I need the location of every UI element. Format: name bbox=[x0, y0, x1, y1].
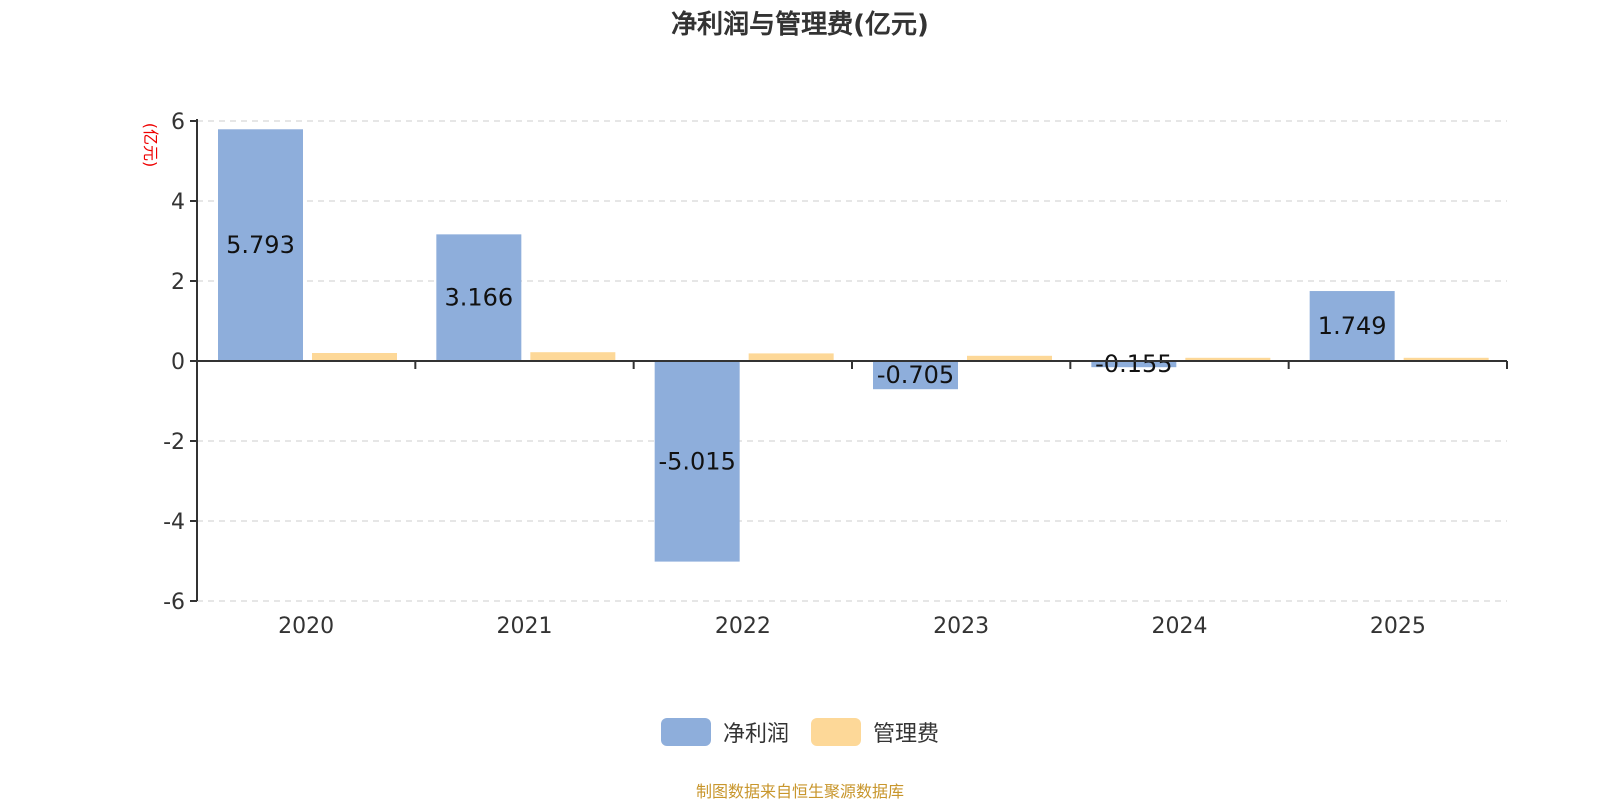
x-tick-label: 2024 bbox=[1152, 614, 1208, 639]
data-label: -0.155 bbox=[1095, 350, 1172, 378]
bar-admin-fee bbox=[748, 353, 834, 361]
x-tick-label: 2020 bbox=[278, 614, 334, 639]
chart-title: 净利润与管理费(亿元) bbox=[671, 10, 929, 40]
bar-chart: -6 -4 -2 0 2 4 6 (亿元) 2020 5.793 2021 3.166 2022 -5.0… bbox=[141, 110, 1508, 639]
x-tick-label: 2022 bbox=[715, 614, 771, 639]
bar-admin-fee bbox=[530, 352, 616, 361]
legend-label-admin-fee: 管理费 bbox=[873, 722, 940, 747]
bar-admin-fee bbox=[967, 355, 1052, 361]
legend: 净利润 管理费 bbox=[0, 716, 1600, 748]
x-tick-label: 2021 bbox=[497, 614, 553, 639]
x-tick-label: 2023 bbox=[933, 614, 989, 639]
legend-swatch-net-profit bbox=[660, 718, 711, 746]
data-label: 1.749 bbox=[1318, 312, 1387, 340]
y-tick-label: -6 bbox=[163, 590, 185, 615]
y-tick-label: 2 bbox=[171, 270, 185, 295]
data-label: -5.015 bbox=[658, 447, 735, 475]
y-tick-label: -2 bbox=[163, 430, 185, 455]
data-label: 5.793 bbox=[226, 231, 295, 259]
bar-admin-fee bbox=[312, 353, 397, 361]
bar-net-profit bbox=[436, 234, 522, 361]
y-tick-label: 0 bbox=[171, 350, 185, 375]
y-tick-label: -4 bbox=[163, 510, 185, 535]
data-label: 3.166 bbox=[444, 284, 513, 312]
bar-net-profit bbox=[1309, 291, 1395, 361]
x-tick-label: 2025 bbox=[1370, 614, 1426, 639]
legend-label-net-profit: 净利润 bbox=[722, 722, 789, 747]
bar-net-profit bbox=[873, 361, 958, 390]
bar-net-profit bbox=[218, 129, 303, 361]
bar-net-profit bbox=[1091, 361, 1177, 368]
bar-net-profit bbox=[654, 361, 740, 562]
y-tick-label: 4 bbox=[171, 190, 185, 215]
y-tick-label: 6 bbox=[171, 110, 185, 135]
bar-admin-fee bbox=[1403, 357, 1489, 361]
y-axis-label: (亿元) bbox=[141, 123, 160, 168]
legend-item-admin-fee[interactable]: 管理费 bbox=[811, 716, 939, 748]
bar-admin-fee bbox=[1185, 357, 1271, 361]
data-label: -0.705 bbox=[877, 361, 954, 389]
legend-item-net-profit[interactable]: 净利润 bbox=[660, 716, 789, 748]
data-source-note: 制图数据来自恒生聚源数据库 bbox=[695, 782, 904, 801]
legend-swatch-admin-fee bbox=[811, 718, 861, 746]
